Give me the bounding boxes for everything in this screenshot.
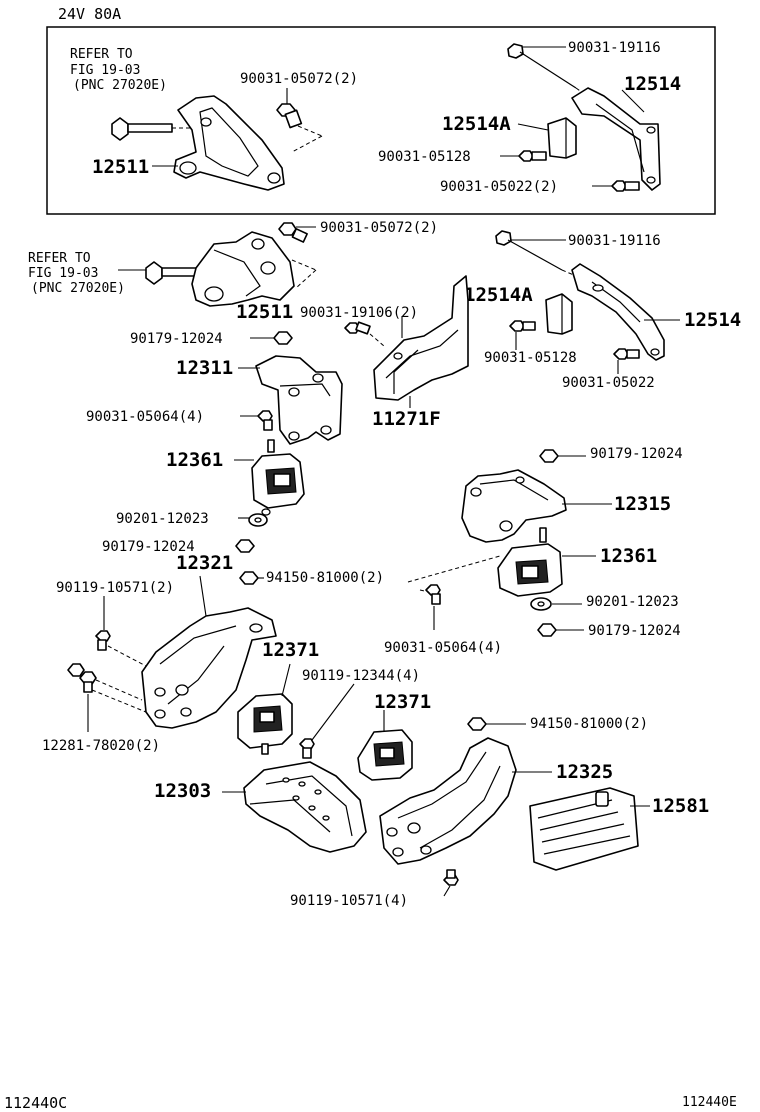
main-pad-12581 bbox=[529, 787, 639, 871]
main-bolt-90119-10571-a bbox=[95, 630, 147, 667]
main-label-bolt-10571-b: 90119-10571(4) bbox=[290, 893, 408, 909]
inset-arm-12514 bbox=[571, 87, 661, 191]
main-label-11271F: 11271F bbox=[372, 408, 441, 430]
main-label-bolt-05128: 90031-05128 bbox=[484, 350, 577, 366]
main-nut-90179-12024-d bbox=[537, 623, 557, 637]
main-label-nut-12024-c: 90179-12024 bbox=[102, 539, 195, 555]
main-label-bolt-12344: 90119-12344(4) bbox=[302, 668, 420, 684]
main-refer-line3: (PNC 27020E) bbox=[31, 281, 125, 296]
main-bracket-12325 bbox=[379, 737, 517, 865]
main-nut-94150-81000-b bbox=[467, 717, 487, 731]
main-label-12303: 12303 bbox=[154, 780, 211, 802]
main-bolt-90031-05022 bbox=[613, 348, 640, 360]
main-label-12325: 12325 bbox=[556, 761, 613, 783]
main-bolt-90031-19116 bbox=[495, 230, 577, 277]
inset-pivot-bolt bbox=[111, 117, 190, 141]
main-bolt-90119-10571-b bbox=[443, 869, 459, 886]
inset-label-12511: 12511 bbox=[92, 156, 149, 178]
main-bracket-12311 bbox=[255, 355, 343, 445]
inset-label-12514A: 12514A bbox=[442, 113, 511, 135]
inset-label-bolt-05022: 90031-05022(2) bbox=[440, 179, 558, 195]
main-nut-90179-12024-c bbox=[235, 539, 255, 553]
main-cover-11271F bbox=[373, 275, 469, 401]
main-label-bolt-10571-a: 90119-10571(2) bbox=[56, 580, 174, 596]
main-label-12311: 12311 bbox=[176, 357, 233, 379]
inset-bracket-12511 bbox=[173, 95, 285, 191]
main-label-12514: 12514 bbox=[684, 309, 741, 331]
main-bracket-12321 bbox=[141, 607, 277, 729]
main-label-12315: 12315 bbox=[614, 493, 671, 515]
main-mount-12371-a bbox=[237, 693, 293, 755]
variant-label: 24V 80A bbox=[58, 5, 121, 23]
main-label-nut-12024-a: 90179-12024 bbox=[130, 331, 223, 347]
main-bracket-12511 bbox=[191, 231, 295, 307]
main-label-washer-12023-a: 90201-12023 bbox=[116, 511, 209, 527]
main-refer-line1: REFER TO bbox=[28, 251, 91, 266]
main-bolt-90119-12344 bbox=[299, 738, 315, 759]
main-label-nut-12024-b: 90179-12024 bbox=[590, 446, 683, 462]
main-label-12321: 12321 bbox=[176, 552, 233, 574]
main-block-12514A bbox=[545, 293, 573, 335]
main-mount-12361-a bbox=[251, 439, 305, 516]
main-label-bolt-19106: 90031-19106(2) bbox=[300, 305, 418, 321]
main-bracket-12315 bbox=[461, 469, 567, 543]
main-bolt-90031-05064-b bbox=[425, 584, 441, 605]
inset-bolt-90031-05128 bbox=[518, 150, 547, 162]
main-bolt-12281-78020 bbox=[67, 663, 147, 713]
main-label-12371-b: 12371 bbox=[374, 691, 431, 713]
main-label-nut-81000-b: 94150-81000(2) bbox=[530, 716, 648, 732]
main-bolt-90031-19106 bbox=[344, 321, 385, 347]
main-label-washer-12023-b: 90201-12023 bbox=[586, 594, 679, 610]
main-mount-12371-b bbox=[357, 729, 413, 781]
main-label-12361-b: 12361 bbox=[600, 545, 657, 567]
footer-right-code: 112440E bbox=[682, 1095, 737, 1110]
main-label-bolt-05022: 90031-05022 bbox=[562, 375, 655, 391]
main-label-bolt-05064-b: 90031-05064(4) bbox=[384, 640, 502, 656]
inset-refer-line3: (PNC 27020E) bbox=[73, 78, 167, 93]
main-label-nut-81000-a: 94150-81000(2) bbox=[266, 570, 384, 586]
main-washer-90201-12023-a bbox=[248, 513, 268, 527]
main-bolt-90031-05064-a bbox=[257, 410, 273, 431]
main-label-12371-a: 12371 bbox=[262, 639, 319, 661]
inset-label-12514: 12514 bbox=[624, 73, 681, 95]
inset-block-12514A bbox=[547, 117, 577, 159]
main-refer-line2: FIG 19-03 bbox=[28, 266, 98, 281]
main-label-nut-12024-d: 90179-12024 bbox=[588, 623, 681, 639]
inset-refer-line2: FIG 19-03 bbox=[70, 63, 140, 78]
inset-refer-line1: REFER TO bbox=[70, 47, 133, 62]
main-nut-90179-12024-a bbox=[273, 331, 293, 345]
main-label-bolt-78020: 12281-78020(2) bbox=[42, 738, 160, 754]
inset-frame bbox=[46, 26, 716, 215]
main-arm-12514 bbox=[571, 263, 665, 361]
main-nut-94150-81000-a bbox=[239, 571, 259, 585]
inset-label-bolt-05072: 90031-05072(2) bbox=[240, 71, 358, 87]
main-label-12581: 12581 bbox=[652, 795, 709, 817]
main-label-bolt-19116: 90031-19116 bbox=[568, 233, 661, 249]
main-washer-90201-12023-b bbox=[530, 597, 552, 611]
main-label-12361-a: 12361 bbox=[166, 449, 223, 471]
inset-bolt-90031-05072 bbox=[276, 103, 323, 153]
main-label-12511: 12511 bbox=[236, 301, 293, 323]
main-label-12514A: 12514A bbox=[464, 284, 533, 306]
main-bolt-90031-05128 bbox=[509, 320, 536, 332]
main-bolt-90031-05072 bbox=[278, 222, 308, 243]
inset-bolt-90031-05022 bbox=[611, 180, 640, 192]
footer-left-code: 112440C bbox=[4, 1094, 67, 1112]
main-label-bolt-05072: 90031-05072(2) bbox=[320, 220, 438, 236]
main-nut-90179-12024-b bbox=[539, 449, 559, 463]
main-plate-12303 bbox=[243, 761, 367, 853]
inset-label-bolt-05128: 90031-05128 bbox=[378, 149, 471, 165]
inset-label-bolt-19116: 90031-19116 bbox=[568, 40, 661, 56]
main-mount-12361-b bbox=[497, 527, 563, 597]
main-label-bolt-05064-a: 90031-05064(4) bbox=[86, 409, 204, 425]
